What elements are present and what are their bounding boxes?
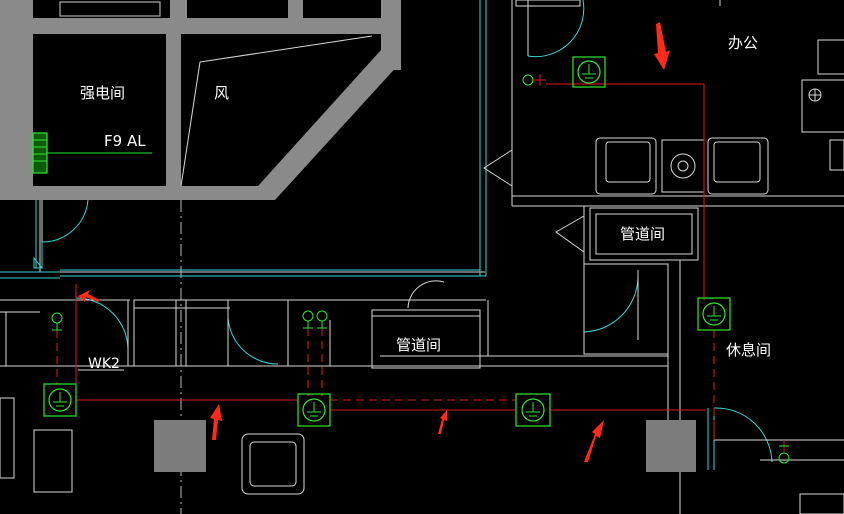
wind-shaft-label: 风	[214, 84, 229, 102]
rest-room-label: 休息间	[726, 341, 771, 359]
switch-icon[interactable]	[778, 445, 790, 464]
ground-socket-icon[interactable]	[43, 383, 77, 417]
red-arrow-icon	[584, 420, 604, 462]
wk2-label: WK2	[88, 356, 120, 372]
ground-socket-icon[interactable]	[697, 297, 731, 331]
ground-sockets	[43, 56, 731, 427]
pipe-shaft-label-upper: 管道间	[620, 225, 665, 243]
ground-socket-icon[interactable]	[515, 393, 551, 427]
red-arrow-icon	[654, 22, 670, 70]
switch-icon[interactable]	[522, 74, 546, 86]
red-arrow-icon	[438, 410, 447, 434]
red-arrow-icon	[210, 404, 222, 440]
power-room-label: 强电间	[80, 84, 125, 102]
office-label: 办公	[728, 34, 758, 52]
light-switches	[51, 74, 790, 464]
furniture	[0, 39, 844, 514]
distribution-panel-f9al	[32, 132, 152, 174]
pipe-shaft-label-lower: 管道间	[396, 336, 441, 354]
switch-icon[interactable]	[316, 310, 328, 329]
annotation-arrows	[78, 22, 670, 462]
panel-f9al-label: F9 AL	[104, 132, 146, 150]
columns	[154, 420, 696, 472]
red-arrow-icon	[78, 290, 100, 302]
cyan-partitions	[0, 0, 715, 470]
switch-icon[interactable]	[302, 310, 314, 329]
ground-socket-icon[interactable]	[572, 56, 606, 88]
door-swings	[41, 0, 773, 463]
room-labels: 强电间 风 F9 AL 办公 管道间 管道间 休息间 WK2	[80, 34, 771, 372]
wiring-runs	[56, 83, 785, 452]
ground-socket-icon[interactable]	[297, 393, 331, 427]
structural-walls	[0, 0, 401, 200]
upper-left-outlines	[0, 35, 485, 514]
switch-icon[interactable]	[51, 312, 63, 331]
